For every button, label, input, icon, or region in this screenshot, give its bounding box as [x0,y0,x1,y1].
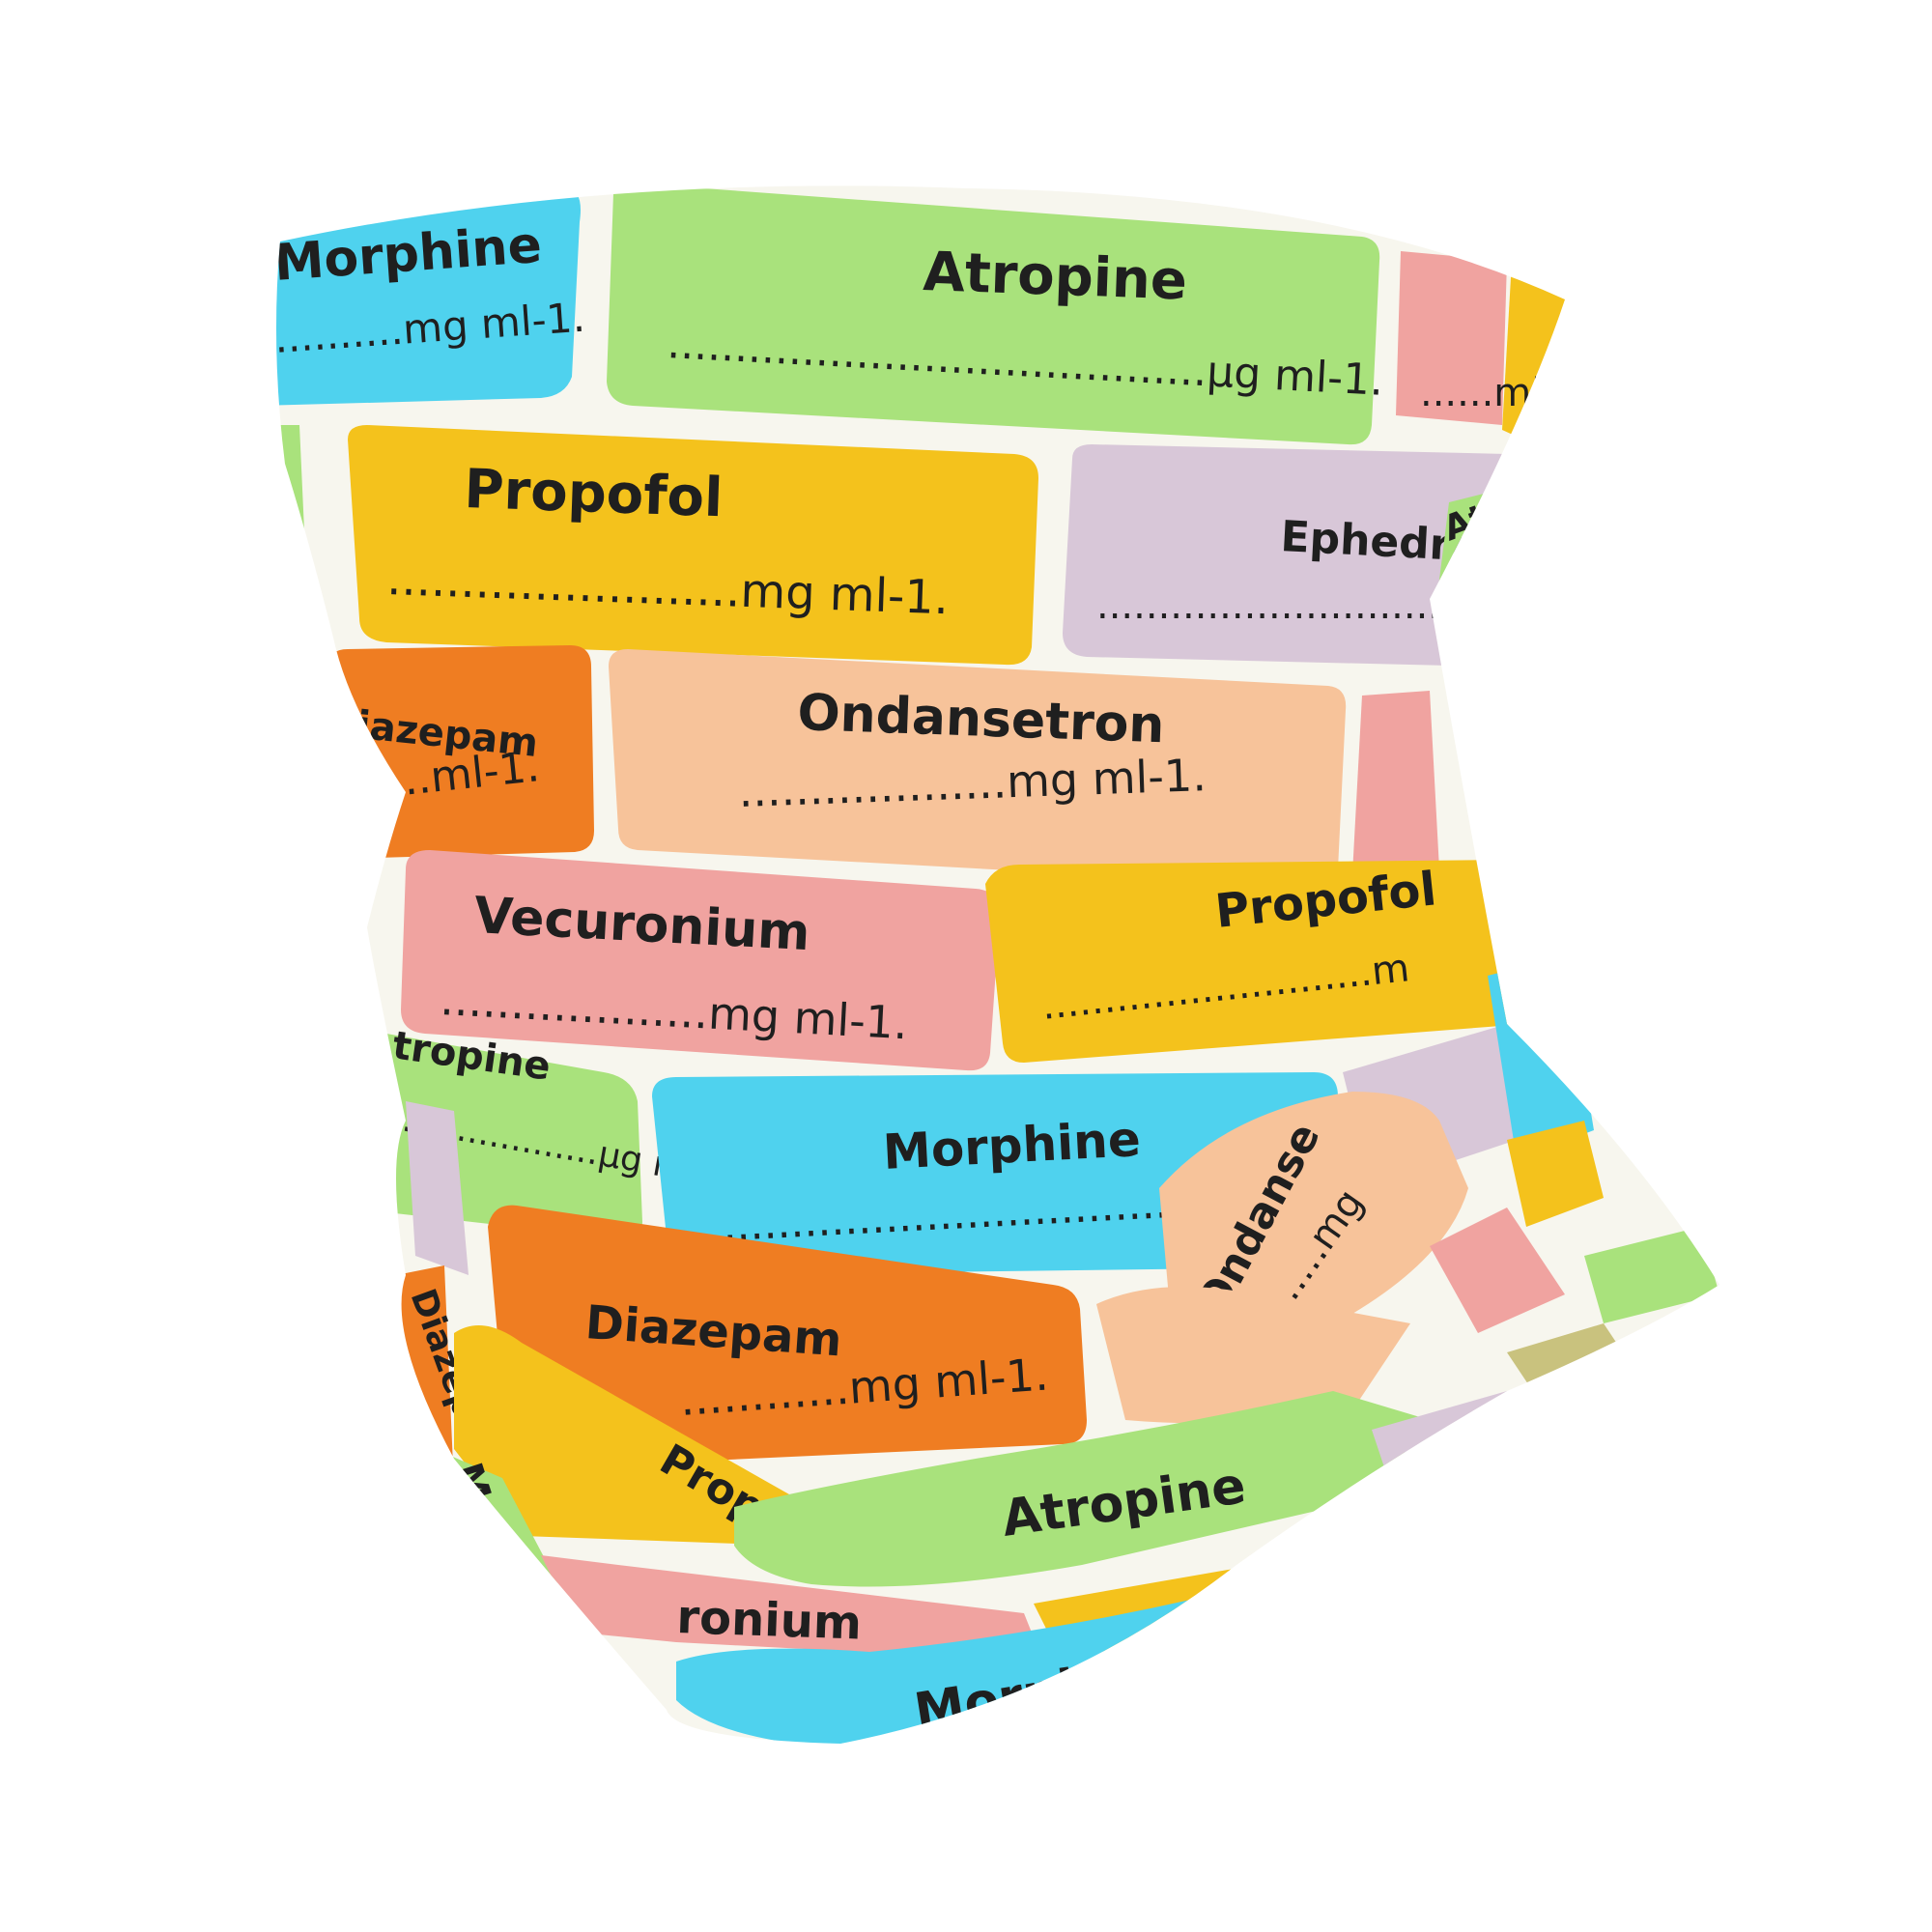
propofol-label-mid [985,860,1526,1063]
vecuronium-label-mid [401,850,1000,1071]
peach-label-low [1096,1287,1410,1424]
propofol-top-text: Propofol [464,458,724,529]
green-label-right-edge [1584,1227,1719,1323]
morphine-label-top [276,188,581,406]
diazepam-label-low [488,1205,1087,1468]
pink-label-ondansetron-next [1352,691,1439,874]
yellow-label-small [1502,261,1570,454]
ondansetron-label-mid [609,649,1347,888]
pink-label-right-low [1430,1208,1565,1333]
vecuronium-low-text: ronium [676,1590,863,1651]
atropine-label-top [607,185,1380,445]
yellow-label-right-low [1507,1121,1604,1227]
small-pink-unit: ......ml-1. [1420,371,1593,415]
ephedrine-unit: .......................................m [1096,583,1613,628]
purple-label-left-low [406,1101,469,1275]
propofol-label-top [348,425,1038,666]
atropine-top-text: Atropine [923,241,1188,312]
vecuronium-label-low [541,1555,1043,1662]
ephedrine-label [1063,444,1507,667]
morphine-label-bottom [676,1507,1410,1745]
pink-label-small [1396,251,1507,425]
atropine-label-low [734,1391,1430,1587]
ondansetron-mid-text: Ondansetron [797,684,1166,754]
propofol-label-low [454,1325,814,1546]
morphine-mid-text: Morphine [882,1111,1142,1180]
